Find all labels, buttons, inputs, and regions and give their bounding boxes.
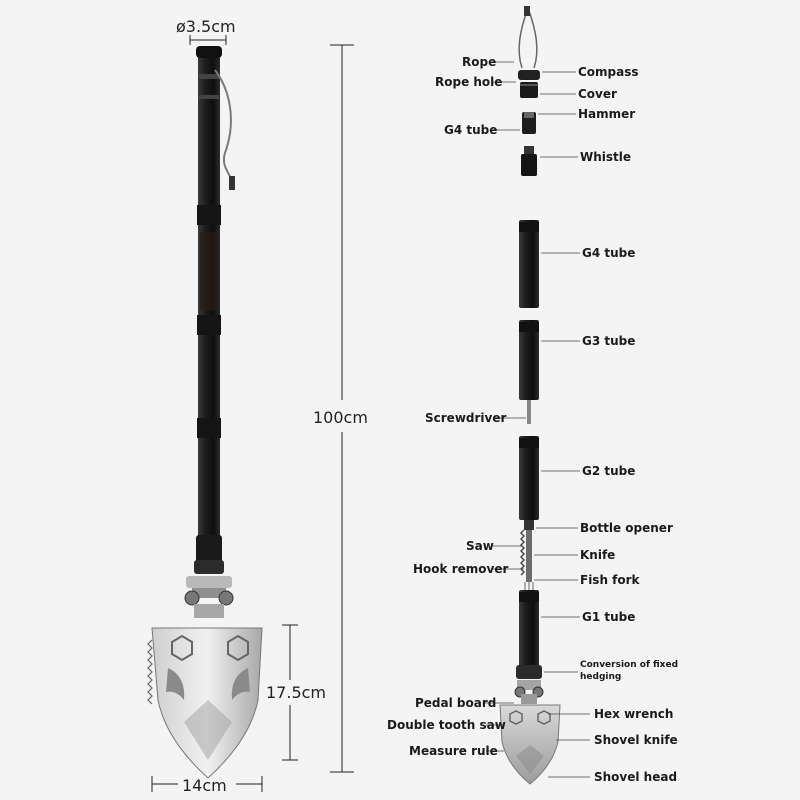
exploded-multitool [520,520,534,590]
label-cover: Cover [578,87,617,101]
length-label: 100cm [313,408,368,427]
exploded-g1-tube [519,590,539,670]
label-screwdriver: Screwdriver [425,411,507,425]
assembled-blade [147,618,263,779]
label-rope-hole: Rope hole [435,75,503,89]
blade-height-label: 17.5cm [266,683,327,702]
blade-height-dimension-line [282,624,298,761]
label-shovel-head: Shovel head [594,770,678,784]
label-shovel-knife: Shovel knife [594,733,678,747]
diameter-label: ø3.5cm [176,17,236,36]
label-hex-wrench: Hex wrench [594,707,674,721]
label-knife: Knife [580,548,616,562]
assembled-handle [194,46,224,574]
label-g1-tube: G1 tube [582,610,636,624]
blade-width-label: 14cm [182,776,227,795]
label-compass: Compass [578,65,639,79]
length-dimension-line [330,44,354,773]
diameter-dimension-line [189,35,227,45]
label-pedal-board: Pedal board [415,696,497,710]
exploded-rope-compass [518,6,540,98]
leader-lines [484,61,590,778]
assembled-hinge [184,576,234,618]
blade-width-dimension-line [151,776,263,792]
label-saw: Saw [466,539,494,553]
label-hook-remover: Hook remover [413,562,509,576]
label-fish-fork: Fish fork [580,573,640,587]
exploded-whistle [521,146,537,176]
exploded-hammer [522,112,536,134]
label-double-tooth-saw: Double tooth saw [387,718,506,732]
exploded-g4-tube [519,220,539,308]
label-g4-tube-top: G4 tube [444,123,498,137]
exploded-g2-tube [519,436,539,520]
exploded-blade [499,680,561,785]
label-conversion-line1: Conversion of fixed [580,660,679,670]
label-g4-tube: G4 tube [582,246,636,260]
label-whistle: Whistle [580,150,632,164]
exploded-g3-tube [519,320,539,400]
label-hammer: Hammer [578,107,636,121]
label-bottle-opener: Bottle opener [580,521,673,535]
label-rope: Rope [462,55,497,69]
label-g3-tube: G3 tube [582,334,636,348]
label-measure-rule: Measure rule [409,744,498,758]
label-g2-tube: G2 tube [582,464,636,478]
label-conversion-line2: hedging [580,672,622,682]
